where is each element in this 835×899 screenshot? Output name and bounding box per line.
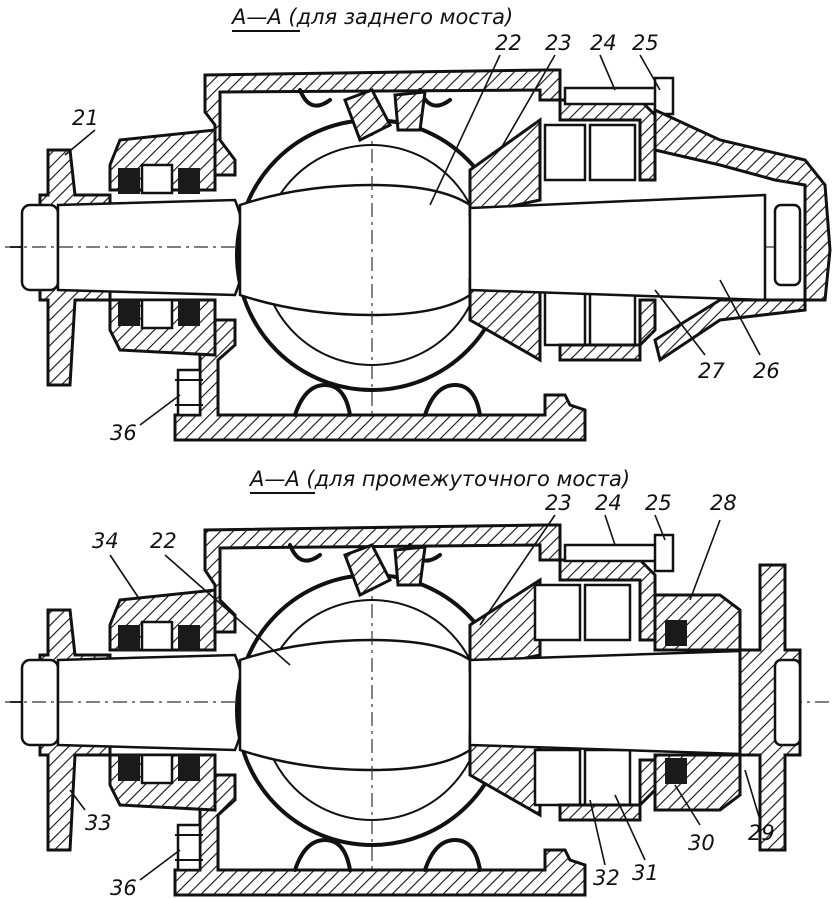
callout-30: 30 [688, 831, 715, 855]
callout-28: 28 [710, 491, 737, 515]
bearing-left-top-1 [118, 168, 140, 194]
bevel-gear-23 [468, 117, 542, 217]
callout-27: 27 [698, 359, 725, 383]
callout-25: 25 [632, 31, 659, 55]
bearing-right-top-a [543, 123, 587, 182]
callout-26: 26 [753, 359, 780, 383]
output-shaft [468, 193, 767, 302]
callout-29: 29 [748, 821, 775, 845]
callout-36-top: 36 [110, 421, 137, 445]
callout-24-bottom: 24 [595, 491, 622, 515]
callout-31: 31 [632, 861, 659, 885]
callout-21: 21 [72, 106, 99, 130]
rear-axle-title: А—А (для заднего моста) [230, 5, 513, 29]
callout-36-bottom: 36 [110, 876, 137, 899]
mount-bolt-36 [176, 368, 202, 417]
rear-cover-26 [653, 107, 832, 302]
bolt-24 [563, 86, 667, 106]
pinion-shaft-22 [238, 183, 472, 317]
intermediate-axle-title: А—А (для промежуточного моста) [248, 467, 630, 491]
callout-34: 34 [92, 529, 119, 553]
callout-23-bottom: 23 [545, 491, 572, 515]
callout-23: 23 [545, 31, 572, 55]
drive-flange-29 [738, 563, 802, 852]
callout-22: 22 [495, 31, 522, 55]
callout-24: 24 [590, 31, 617, 55]
callout-25-bottom: 25 [645, 491, 672, 515]
intermediate-axle-view: А—А (для промежуточного моста) [5, 467, 830, 899]
rear-axle-view: А—А (для заднего моста) [5, 5, 832, 445]
callout-22-bottom: 22 [150, 529, 177, 553]
callout-32: 32 [593, 866, 620, 890]
callout-33: 33 [85, 811, 112, 835]
